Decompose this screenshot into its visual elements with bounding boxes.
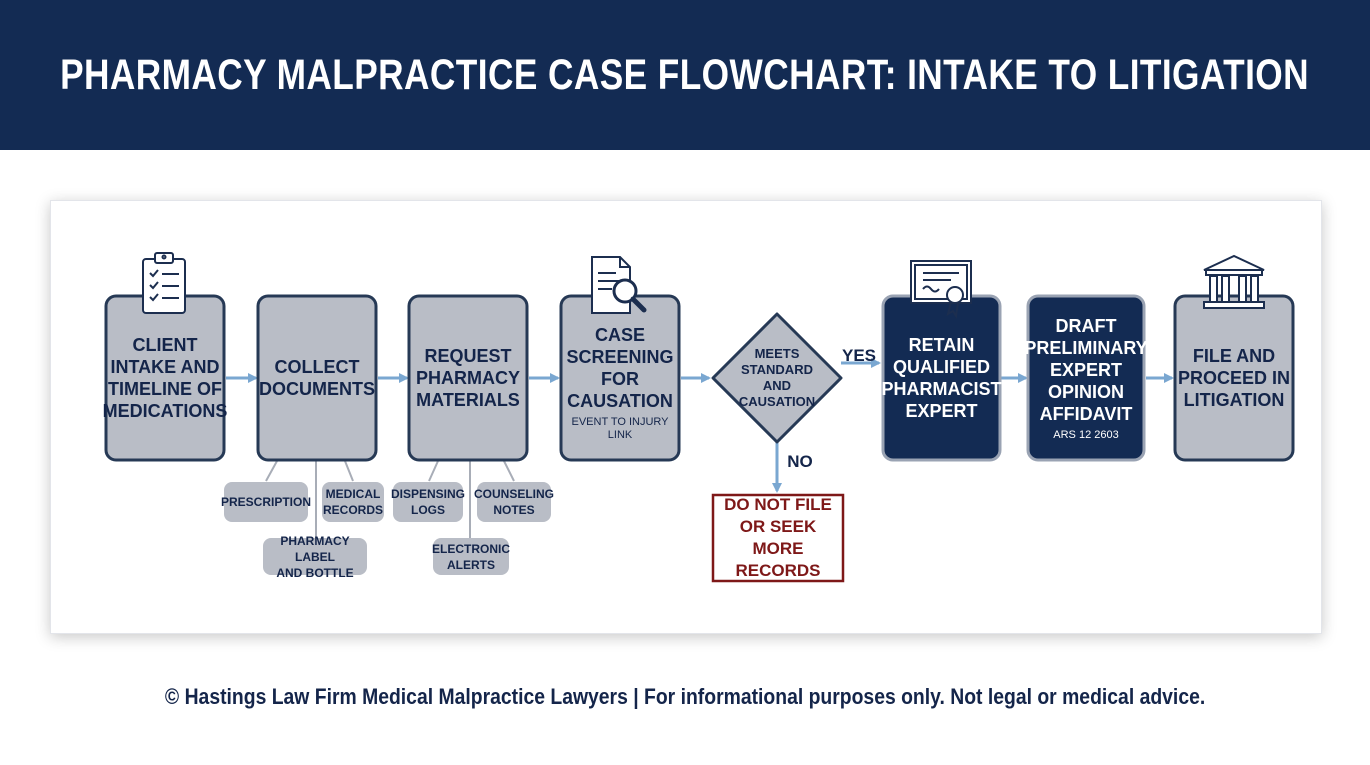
footer-disclaimer: © Hastings Law Firm Medical Malpractice … <box>0 684 1370 710</box>
courthouse-icon <box>1203 254 1265 309</box>
pill-label-pharmacy-label: PHARMACY LABEL AND BOTTLE <box>276 533 354 580</box>
pill-medical-records <box>322 482 384 522</box>
step-box-request <box>407 294 529 462</box>
reject-label: DO NOT FILE OR SEEK MORE RECORDS <box>724 495 832 580</box>
decision-diamond <box>711 312 843 444</box>
step-box-draft <box>1026 294 1146 462</box>
decision-label: MEETS STANDARD AND CAUSATION <box>738 346 816 409</box>
pill-label-medical-records: MEDICAL RECORDS <box>322 487 383 517</box>
step-sublabel-draft: ARS 12 2603 <box>1053 428 1119 441</box>
footer-text: © Hastings Law Firm Medical Malpractice … <box>164 684 1206 709</box>
flowchart-canvas <box>104 252 1295 583</box>
pill-dispensing-logs <box>393 482 463 522</box>
step-box-collect <box>256 294 378 462</box>
header-banner: PHARMACY MALPRACTICE CASE FLOWCHART: INT… <box>0 0 1370 150</box>
decision-no-label: NO <box>787 452 813 471</box>
reject-box <box>711 493 845 583</box>
sub-connectors <box>265 460 515 538</box>
decision-yes-label: YES <box>841 346 877 365</box>
flowchart-panel: CLIENT INTAKE AND TIMELINE OF MEDICATION… <box>50 200 1322 634</box>
pill-label-dispensing-logs: DISPENSING LOGS <box>391 487 466 517</box>
step-label-screening: CASE SCREENING FOR CAUSATION <box>566 325 674 411</box>
pill-prescription <box>224 482 308 522</box>
step-label-retain: RETAIN QUALIFIED PHARMACIST EXPERT <box>881 335 1002 421</box>
step-label-draft: DRAFT PRELIMINARY EXPERT OPINION AFFIDAV… <box>1024 315 1148 424</box>
step-label-file: FILE AND PROCEED IN LITIGATION <box>1177 346 1291 410</box>
clipboard-checklist-icon <box>142 252 186 314</box>
pill-electronic-alerts <box>433 538 509 575</box>
step-sublabel-screening: EVENT TO INJURY LINK <box>571 416 669 441</box>
step-box-file <box>1173 294 1295 462</box>
pill-label-counseling-notes: COUNSELING NOTES <box>474 487 555 517</box>
pill-pharmacy-label <box>263 538 367 575</box>
pill-label-electronic-alerts: ELECTRONIC ALERTS <box>432 541 510 572</box>
flow-arrows <box>226 358 1174 493</box>
document-magnifier-icon <box>591 256 647 314</box>
step-label-request: REQUEST PHARMACY MATERIALS <box>415 346 520 410</box>
step-label-collect: COLLECT DOCUMENTS <box>259 357 375 399</box>
pill-counseling-notes <box>477 482 551 522</box>
page-title: PHARMACY MALPRACTICE CASE FLOWCHART: INT… <box>60 50 1310 99</box>
step-label-intake: CLIENT INTAKE AND TIMELINE OF MEDICATION… <box>102 335 228 421</box>
certificate-icon <box>910 260 972 319</box>
pill-label-prescription: PRESCRIPTION <box>221 495 312 509</box>
